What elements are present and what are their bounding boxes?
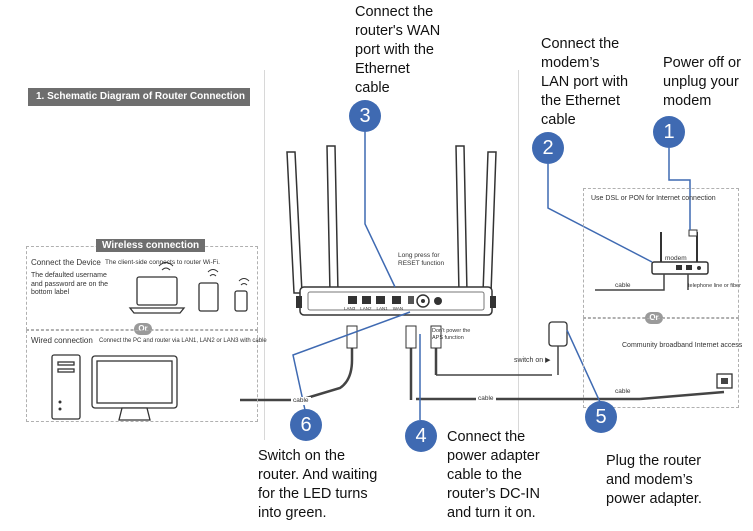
modem-label: modem bbox=[665, 255, 687, 262]
internet-panel bbox=[583, 188, 739, 318]
internet-panel-title: Use DSL or PON for Internet connection bbox=[591, 195, 716, 202]
step-1-badge: 1 bbox=[653, 116, 685, 148]
port-label-lan2: LAN2 bbox=[360, 306, 372, 311]
cable-label-broadband: cable bbox=[615, 388, 631, 395]
port-label-lan1: LAN1 bbox=[376, 306, 388, 311]
modem-illustration bbox=[651, 229, 709, 275]
step-2-badge: 2 bbox=[532, 132, 564, 164]
cable-label-bottom: cable bbox=[476, 395, 496, 403]
wired-panel bbox=[26, 330, 258, 422]
step-3-text: Connect the router's WAN port with the E… bbox=[355, 4, 441, 96]
port-labels: LAN3 LAN2 LAN1 WAN bbox=[344, 306, 414, 311]
dc-note: Don't power the APS function bbox=[432, 328, 471, 341]
cable-label-left: cable bbox=[291, 397, 311, 405]
or-badge-left: Or bbox=[134, 323, 152, 335]
step-5-badge: 5 bbox=[585, 401, 617, 433]
connect-device-desc: The client-side connects to router Wi-Fi… bbox=[105, 259, 220, 266]
step-4-badge: 4 bbox=[405, 420, 437, 452]
telephone-line-label: telephone line or fiber bbox=[688, 283, 741, 289]
step-6-text: Switch on the router. And waiting for th… bbox=[258, 448, 378, 521]
section-title: 1. Schematic Diagram of Router Connectio… bbox=[28, 88, 250, 106]
router-illustration bbox=[286, 145, 497, 316]
cable-label-modem: cable bbox=[615, 282, 631, 289]
connect-device-title: Connect the Device bbox=[31, 258, 101, 267]
step-2-text: Connect the modem’s LAN port with the Et… bbox=[541, 36, 629, 128]
broadband-label: Community broadband Internet access bbox=[622, 342, 743, 349]
switch-on-label: switch on ▶ bbox=[514, 357, 551, 364]
wireless-connection-label: Wireless connection bbox=[96, 239, 206, 252]
step-6-badge: 6 bbox=[290, 409, 322, 441]
divider-right bbox=[518, 70, 519, 440]
broadband-panel bbox=[583, 318, 739, 408]
step-5-text: Plug the router and modem’s power adapte… bbox=[606, 453, 702, 507]
step-3-badge: 3 bbox=[349, 100, 381, 132]
reset-note: Long press for RESET function bbox=[398, 252, 445, 267]
divider-left bbox=[264, 70, 265, 440]
step-1-text: Power off or unplug your modem bbox=[663, 55, 741, 109]
step-4-text: Connect the power adapter cable to the r… bbox=[447, 429, 540, 521]
wired-connection-desc: Connect the PC and router via LAN1, LAN2… bbox=[99, 338, 267, 344]
wired-connection-title: Wired connection bbox=[31, 336, 93, 345]
port-label-wan: WAN bbox=[392, 306, 404, 311]
port-label-lan3: LAN3 bbox=[344, 306, 356, 311]
default-credentials-note: The defaulted username and password are … bbox=[31, 272, 109, 296]
